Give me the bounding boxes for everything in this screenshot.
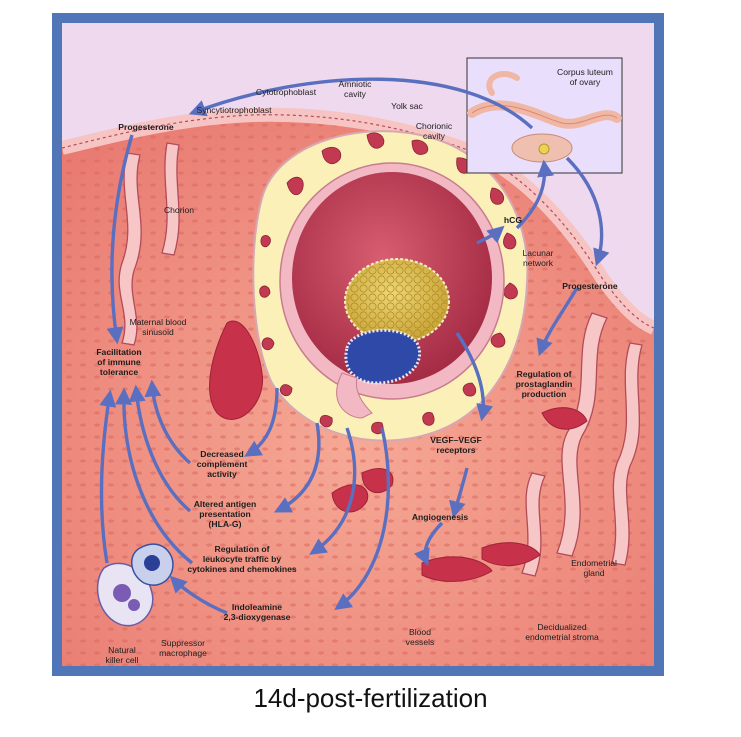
label-decidualized-stroma: Decidualized endometrial stroma	[525, 622, 599, 642]
implantation-illustration	[62, 23, 654, 666]
label-syncytiotrophoblast: Syncytiotrophoblast	[196, 105, 272, 115]
endometrial-glands	[118, 142, 643, 577]
amniotic-cavity	[344, 328, 421, 385]
label-chorionic-cavity: Chorionic cavity	[415, 121, 453, 141]
label-maternal-blood-sinusoid: Maternal blood sinusoid	[129, 317, 187, 337]
label-blood-vessels: Blood vessels	[405, 627, 435, 647]
label-natural-killer-cell: Natural killer cell	[105, 645, 139, 665]
label-chorion: Chorion	[163, 205, 195, 215]
label-decreased-complement: Decreased complement activity	[196, 449, 248, 479]
label-regulation-prostaglandin: Regulation of prostaglandin production	[515, 369, 573, 399]
label-cytotrophoblast: Cytotrophoblast	[255, 87, 317, 97]
label-altered-antigen: Altered antigen presentation (HLA-G)	[193, 499, 257, 529]
lacunar-network	[259, 132, 518, 435]
label-progesterone-right: Progesterone	[562, 281, 618, 291]
label-amniotic-cavity: Amniotic cavity	[338, 79, 372, 99]
diagram-frame: Amniotic cavity Cytotrophoblast Syncytio…	[52, 13, 664, 676]
label-endometrial-gland: Endometrial gland	[571, 558, 617, 578]
immune-cells	[96, 543, 174, 627]
label-lacunar-network: Lacunar network	[522, 248, 554, 268]
signal-arrows	[99, 77, 610, 615]
label-vegf-receptors: VEGF–VEGF receptors	[430, 435, 482, 455]
label-indoleamine: Indoleamine 2,3-dioxygenase	[223, 602, 291, 622]
label-facilitation-immune-tolerance: Facilitation of immune tolerance	[96, 347, 142, 377]
label-angiogenesis: Angiogenesis	[411, 512, 469, 522]
label-suppressor-macrophage: Suppressor macrophage	[159, 638, 207, 658]
label-regulation-leukocyte: Regulation of leukocyte traffic by cytok…	[187, 544, 297, 574]
label-progesterone-top: Progesterone	[118, 122, 174, 132]
blood-vessels	[209, 197, 588, 582]
label-hcg: hCG	[503, 215, 523, 225]
implantation-diagram: Amniotic cavity Cytotrophoblast Syncytio…	[62, 23, 654, 666]
figure-caption: 14d-post-fertilization	[253, 683, 488, 713]
label-corpus-luteum: Corpus luteum of ovary	[557, 67, 613, 87]
label-yolk-sac: Yolk sac	[391, 101, 423, 111]
